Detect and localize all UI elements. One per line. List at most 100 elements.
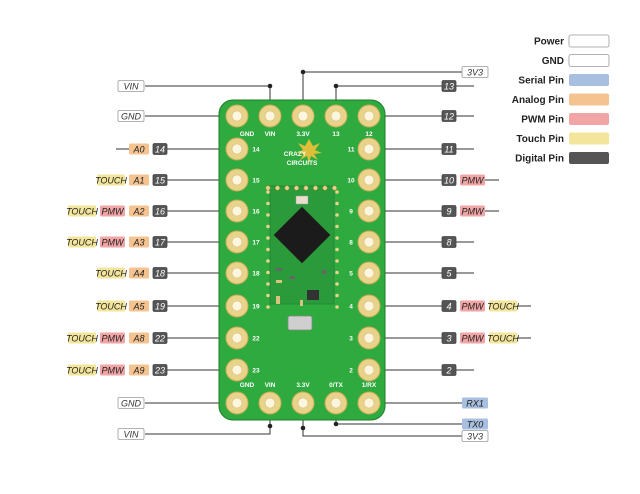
bottom-3v3-wire — [302, 415, 462, 437]
left-pin-num-5-box — [152, 300, 168, 312]
bottom-pad-1-hole — [264, 397, 276, 409]
top-pad-label-3: 13 — [332, 131, 340, 138]
right-pin-num-0: 11 — [444, 144, 453, 154]
legend-label-5: Touch Pin — [516, 134, 564, 145]
left-tag-4-0-box — [97, 267, 125, 279]
right-pad-label-7: 2 — [349, 368, 353, 375]
left-pad-3-hole — [231, 236, 243, 248]
left-tag-3-2-box — [129, 236, 149, 248]
right-tag-5-1-box — [489, 300, 517, 312]
left-tag-5-1-box — [129, 300, 149, 312]
top-pad-3-hole — [330, 110, 342, 122]
left-tag-7-2: A9 — [132, 365, 144, 375]
top-13-tag: 13 — [444, 81, 454, 91]
header-hole — [332, 185, 337, 191]
left-tag-2-0-box — [68, 205, 96, 217]
side-hole — [266, 201, 270, 206]
top-pad-2-hole — [297, 110, 309, 122]
header-hole — [303, 185, 309, 191]
top-gnd-tag-box — [117, 110, 145, 122]
left-pin-num-5: 19 — [155, 301, 165, 311]
left-pad-label-6: 22 — [252, 336, 260, 343]
side-hole — [266, 224, 270, 229]
bottom-junction-dot — [333, 421, 339, 427]
bottom-rx1-tag-box — [462, 397, 488, 409]
left-tag-5-1: A5 — [132, 301, 145, 311]
right-tag-1-0-box — [460, 174, 485, 186]
left-tag-6-0-box — [68, 332, 96, 344]
left-pin-num-2-box — [152, 205, 168, 217]
smd-component — [300, 300, 303, 306]
left-pad-6-hole — [231, 332, 243, 344]
left-pad-label-7: 23 — [252, 368, 260, 375]
left-pad-5-hole — [231, 300, 243, 312]
left-tag-3-0-box — [68, 236, 96, 248]
bottom-vin-wire — [145, 415, 271, 435]
side-hole — [335, 259, 339, 263]
left-tag-6-2: A8 — [132, 333, 144, 343]
left-tag-3-2: A3 — [132, 237, 144, 247]
legend-swatch-4 — [569, 113, 609, 125]
side-hole — [335, 247, 339, 252]
right-pad-4-hole — [363, 267, 375, 279]
legend-swatch-6 — [569, 152, 609, 164]
top-gnd-tag: GND — [121, 111, 142, 121]
side-hole — [266, 213, 270, 217]
left-pad-label-3: 17 — [252, 240, 260, 247]
right-tag-6-1-box — [489, 332, 517, 344]
left-tag-1-1: A1 — [132, 175, 144, 185]
right-pin-num-0-box — [441, 143, 457, 155]
right-tag-5-0: PMW — [462, 301, 486, 311]
legend-swatch-5 — [569, 132, 609, 145]
bottom-gnd-tag-box — [117, 397, 145, 409]
left-pin-num-1: 15 — [155, 175, 166, 185]
bottom-3v3-tag: 3V3 — [467, 431, 483, 441]
side-hole — [335, 293, 339, 298]
left-pin-num-7-box — [152, 364, 168, 376]
left-pad-label-0: 14 — [252, 147, 260, 154]
top-pad-4-hole — [363, 110, 375, 122]
right-pin-num-3-box — [441, 236, 457, 248]
side-hole — [335, 213, 339, 217]
left-tag-6-0: TOUCH — [66, 333, 98, 343]
left-tag-7-1: PMW — [102, 365, 126, 375]
right-pin-num-7: 2 — [445, 365, 451, 375]
bottom-3v3-tag-box — [461, 430, 489, 442]
left-pin-num-7: 23 — [154, 365, 165, 375]
header-hole — [294, 185, 299, 191]
top-junction-dot — [333, 83, 339, 89]
right-tag-6-1: TOUCH — [487, 333, 519, 343]
top-3v3-tag: 3V3 — [467, 67, 483, 77]
legend-label-1: GND — [542, 56, 564, 67]
left-tag-3-1-box — [100, 236, 125, 248]
left-pin-num-6-box — [152, 332, 168, 344]
left-pad-4-hole — [231, 267, 243, 279]
right-pad-1-hole — [363, 174, 375, 186]
side-hole — [335, 305, 339, 309]
side-hole — [266, 236, 270, 240]
header-hole — [322, 185, 328, 191]
left-tag-4-1: A4 — [132, 268, 144, 278]
right-pad-label-4: 5 — [349, 271, 353, 278]
right-pin-num-3: 8 — [446, 237, 451, 247]
left-pin-num-0: 14 — [155, 144, 165, 154]
header-hole — [275, 185, 280, 191]
side-hole — [266, 305, 270, 309]
top-pad-label-4: 12 — [365, 131, 373, 138]
top-junction-dot — [267, 83, 273, 89]
smd-component — [276, 296, 280, 304]
left-pin-num-6: 22 — [154, 333, 165, 343]
left-tag-2-1: PMW — [102, 206, 126, 216]
left-tag-7-1-box — [100, 364, 125, 376]
side-hole — [266, 190, 270, 194]
top-pad-label-1: VIN — [265, 131, 276, 138]
right-tag-5-0-box — [460, 300, 485, 312]
left-tag-4-1-box — [129, 267, 149, 279]
left-tag-0-0: A0 — [132, 144, 144, 154]
left-pad-2-hole — [231, 205, 243, 217]
left-tag-5-0: TOUCH — [95, 301, 127, 311]
left-tag-5-0-box — [97, 300, 125, 312]
side-hole — [335, 236, 339, 240]
legend-label-2: Serial Pin — [518, 76, 564, 87]
